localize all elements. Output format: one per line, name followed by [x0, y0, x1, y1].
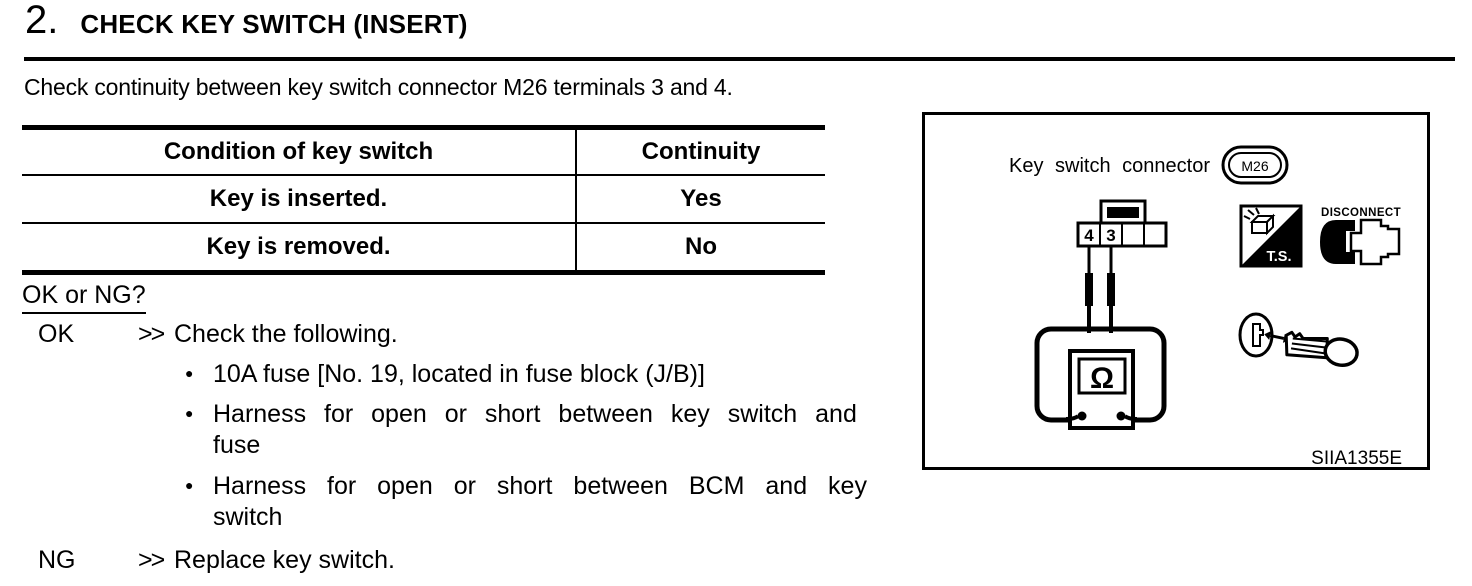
step-number: 2.: [25, 0, 59, 42]
table-header-condition: Condition of key switch: [22, 130, 577, 174]
ok-result-line: OK >> Check the following.: [38, 320, 398, 349]
table-cell-condition: Key is removed.: [22, 224, 577, 270]
disconnect-label: DISCONNECT: [1321, 207, 1401, 219]
ts-label: T.S.: [1267, 249, 1292, 265]
bullet-text: Harness for open or short between key sw…: [213, 400, 857, 428]
decision-question: OK or NG?: [22, 281, 146, 314]
bullet-icon: ●: [185, 365, 194, 381]
table-header-continuity: Continuity: [641, 138, 761, 165]
bullet-text: 10A fuse [No. 19, located in fuse block …: [213, 360, 705, 388]
intro-text: Check continuity between key switch conn…: [24, 74, 733, 100]
ts-tester-icon: T.S.: [1239, 204, 1303, 268]
list-item: ● Harness for open or short between BCM …: [185, 471, 903, 533]
list-item: ● Harness for open or short between key …: [185, 399, 903, 461]
figure-panel: Key switch connector M26 4 3: [922, 112, 1430, 470]
list-item: ● 10A fuse [No. 19, located in fuse bloc…: [185, 359, 903, 390]
disconnect-icon: DISCONNECT: [1320, 207, 1401, 266]
bullet-text: fuse: [213, 431, 261, 459]
terminal-3-label: 3: [1106, 226, 1115, 245]
table-header-row: Condition of key switch Continuity: [22, 130, 825, 176]
bullet-text: Harness for open or short between BCM an…: [213, 472, 867, 500]
connector-id-badge: M26: [1221, 145, 1289, 185]
bullet-icon: ●: [185, 477, 194, 493]
result-arrow: >>: [138, 320, 165, 348]
bullet-icon: ●: [185, 405, 194, 421]
section-title: 2. CHECK KEY SWITCH (INSERT): [25, 0, 468, 43]
wiring-diagram: Key switch connector M26 4 3: [1009, 145, 1402, 469]
ok-label: OK: [38, 320, 75, 348]
ng-label: NG: [38, 546, 76, 574]
table-cell-continuity: No: [685, 233, 717, 260]
table-row: Key is inserted. Yes: [22, 176, 825, 224]
ohm-symbol: Ω: [1090, 362, 1114, 395]
key-switch-connector: 4 3: [1076, 199, 1168, 248]
ohmmeter: Ω: [1065, 349, 1138, 430]
table-cell-condition: Key is inserted.: [22, 176, 577, 222]
figure-code: SIIA1355E: [1311, 448, 1402, 467]
probe-dot: [1116, 411, 1126, 421]
ok-action: Check the following.: [174, 320, 398, 348]
table-cell-continuity: Yes: [680, 185, 722, 212]
table-row: Key is removed. No: [22, 224, 825, 270]
continuity-table: Condition of key switch Continuity Key i…: [22, 125, 825, 275]
key-insert-illustration: [1238, 312, 1359, 368]
ng-action: Replace key switch.: [174, 546, 395, 574]
connector-label: Key switch connector: [1009, 155, 1210, 177]
bullet-text: switch: [213, 503, 283, 531]
step-title: CHECK KEY SWITCH (INSERT): [80, 9, 468, 39]
terminal-4-label: 4: [1084, 226, 1094, 245]
key-icon: [1284, 330, 1359, 368]
result-arrow: >>: [138, 546, 165, 574]
probe-dot: [1077, 411, 1087, 421]
connector-id: M26: [1241, 158, 1268, 174]
ng-result-line: NG >> Replace key switch.: [38, 546, 395, 575]
title-divider: [24, 57, 1455, 61]
